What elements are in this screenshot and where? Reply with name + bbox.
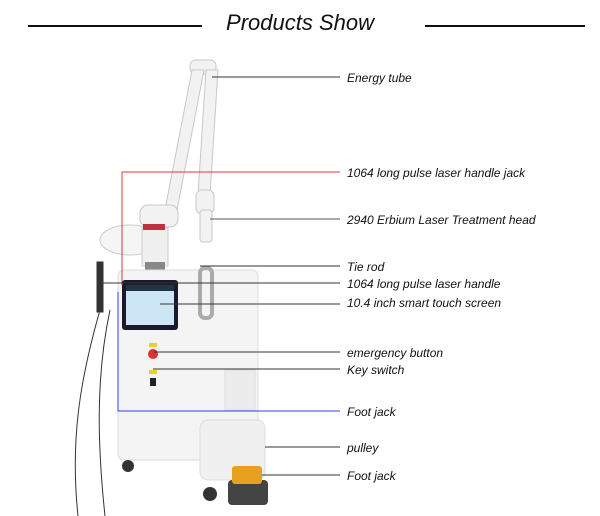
machine-body	[117, 266, 266, 501]
label-key-switch: Key switch	[347, 363, 405, 377]
label-1064-handle: 1064 long pulse laser handle	[347, 277, 501, 291]
label-2940-erbium-head: 2940 Erbium Laser Treatment head	[347, 213, 536, 227]
title-rule-right	[425, 25, 585, 27]
energy-tube-arm	[139, 59, 219, 243]
foot-pedal	[228, 466, 268, 505]
label-pulley: pulley	[347, 441, 379, 455]
label-foot-jack: Foot jack	[347, 405, 396, 419]
laser-head	[99, 224, 169, 272]
page-title: Products Show	[226, 10, 374, 35]
leader-lines	[100, 76, 340, 476]
label-tie-rod: Tie rod	[347, 260, 385, 274]
label-foot-jack-pedal: Foot jack	[347, 469, 396, 483]
label-touch-screen: 10.4 inch smart touch screen	[347, 296, 502, 310]
label-1064-handle-jack: 1064 long pulse laser handle jack	[347, 166, 526, 180]
label-energy-tube: Energy tube	[347, 71, 412, 85]
label-emergency-button: emergency button	[347, 346, 444, 360]
handpiece	[74, 261, 111, 516]
title-rule-left	[28, 25, 202, 27]
